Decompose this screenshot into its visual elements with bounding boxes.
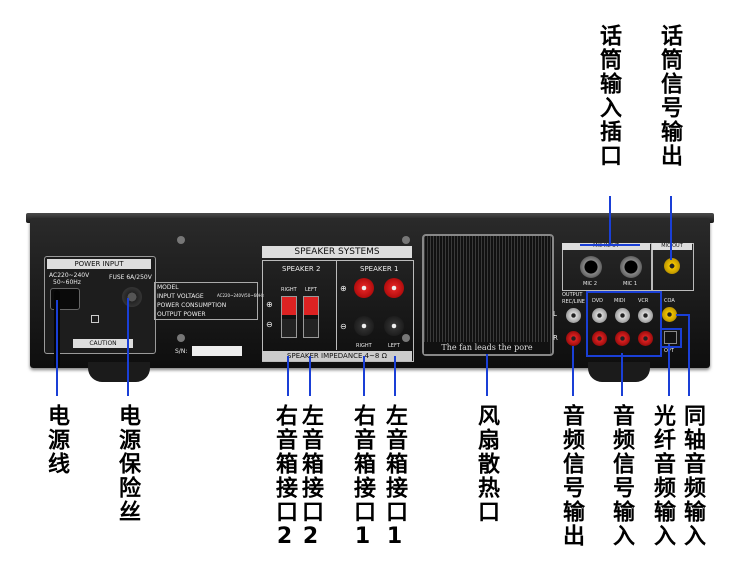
mic-input-title: MIC INPUT — [562, 243, 650, 250]
plus-mark-icon: ⊕ — [340, 284, 347, 293]
leader-mic-socket-bar — [580, 244, 640, 246]
speaker-2-label: SPEAKER 2 — [282, 265, 321, 273]
dvd-label: DVD — [592, 298, 604, 304]
label-audio-out: 音频信号输出 — [559, 404, 584, 548]
leader-mic-out — [670, 196, 672, 260]
mic-2-jack[interactable] — [580, 256, 602, 278]
leader-coaxial-in-bar — [676, 314, 690, 316]
output-label: OUTPUT — [562, 292, 583, 298]
speaker-1-label: SPEAKER 1 — [360, 265, 399, 273]
speaker-impedance-label: SPEAKER IMPEDANCE 4~8 Ω — [262, 351, 412, 361]
right-channel-mark: R — [553, 334, 558, 342]
minus-mark-icon: ⊖ — [340, 322, 347, 331]
fan-vent-grill — [422, 234, 554, 356]
fuse-text: FUSE 6A/250V — [109, 274, 152, 281]
vcr-label: VCR — [638, 298, 649, 304]
midi-label: MIDI — [614, 298, 626, 304]
leader-optical-in — [668, 344, 670, 396]
mic-1-jack[interactable] — [620, 256, 642, 278]
serial-sticker — [192, 346, 242, 356]
speaker-1-left-label: LEFT — [388, 343, 400, 349]
label-coaxial-in: 同轴音频输入 — [680, 404, 705, 548]
speaker-1-left-negative-post[interactable] — [384, 316, 404, 336]
caution-label: CAUTION — [73, 339, 133, 348]
power-input-title: POWER INPUT — [47, 259, 151, 269]
serial-label: S/N: — [175, 348, 188, 355]
output-right-rca[interactable] — [566, 331, 581, 346]
leader-fan-vent — [486, 354, 488, 396]
speaker-1-right-label: RIGHT — [356, 343, 372, 349]
ac-frequency-text: 50~60Hz — [53, 279, 81, 286]
mic-out-jack[interactable] — [664, 258, 680, 274]
leader-power-cord — [56, 300, 58, 396]
speaker-1-right-positive-post[interactable] — [354, 278, 374, 298]
label-right-speaker-1: 右音箱接口1 — [350, 404, 375, 551]
power-input-panel: POWER INPUT AC220~240V 50~60Hz FUSE 6A/2… — [44, 256, 156, 354]
fan-caption: The fan leads the pore — [424, 342, 550, 354]
spec-row-output-power: OUTPUT POWER — [157, 311, 206, 318]
label-mic-socket: 话筒输入插口 — [596, 24, 621, 168]
coaxial-input-jack[interactable] — [662, 307, 677, 322]
leader-left-speaker-1 — [394, 356, 396, 396]
spec-input-voltage-value: AC220~240V/50~60Hz — [217, 293, 264, 298]
screw-icon — [177, 236, 185, 244]
mic-out-title: MIC OUT — [652, 243, 692, 250]
spec-table: MODEL INPUT VOLTAGE AC220~240V/50~60Hz P… — [154, 282, 264, 320]
output-left-rca[interactable] — [566, 308, 581, 323]
label-audio-in: 音频信号输入 — [609, 404, 634, 548]
speaker-systems-title: SPEAKER SYSTEMS — [262, 246, 412, 258]
speaker-2-right-terminal[interactable] — [281, 296, 297, 338]
label-fuse: 电源保险丝 — [115, 404, 140, 524]
leader-mic-socket — [609, 196, 611, 246]
mic-1-label: MIC 1 — [623, 281, 638, 287]
label-mic-signal-out: 话筒信号输出 — [657, 24, 682, 168]
vcr-right-rca[interactable] — [638, 331, 653, 346]
audio-input-highlight — [586, 291, 662, 357]
optical-highlight — [660, 328, 682, 348]
speaker-systems-frame — [262, 260, 414, 362]
leader-audio-out — [572, 346, 574, 396]
coa-label: COA — [664, 298, 675, 304]
rec-line-label: REC/LINE — [562, 299, 585, 305]
amplifier-foot-right — [588, 362, 650, 382]
leader-audio-in — [621, 353, 623, 396]
amplifier-foot-left — [88, 362, 150, 382]
ac-voltage-text: AC220~240V — [49, 272, 90, 279]
vcr-left-rca[interactable] — [638, 308, 653, 323]
left-channel-mark: L — [553, 310, 557, 318]
screw-icon — [177, 334, 185, 342]
label-optical-in: 光纤音频输入 — [650, 404, 675, 548]
fuse-holder[interactable] — [122, 287, 142, 307]
spec-row-power-consumption: POWER CONSUMPTION — [157, 302, 227, 309]
minus-mark-icon: ⊖ — [266, 320, 273, 329]
leader-left-speaker-2 — [309, 356, 311, 396]
plus-mark-icon: ⊕ — [266, 300, 273, 309]
speaker-1-right-negative-post[interactable] — [354, 316, 374, 336]
spec-row-model: MODEL — [157, 284, 179, 291]
speaker-2-right-label: RIGHT — [281, 287, 297, 293]
speaker-1-left-positive-post[interactable] — [384, 278, 404, 298]
midi-left-rca[interactable] — [615, 308, 630, 323]
label-left-speaker-2: 左音箱接口2 — [298, 404, 323, 551]
speaker-2-left-label: LEFT — [305, 287, 317, 293]
spec-row-input-voltage: INPUT VOLTAGE — [157, 293, 204, 300]
label-fan-vent: 风扇散热口 — [474, 404, 499, 524]
label-left-speaker-1: 左音箱接口1 — [382, 404, 407, 551]
screw-icon — [402, 334, 410, 342]
midi-right-rca[interactable] — [615, 331, 630, 346]
label-right-speaker-2: 右音箱接口2 — [272, 404, 297, 551]
leader-fuse — [127, 298, 129, 396]
leader-right-speaker-1 — [363, 356, 365, 396]
label-power-cord: 电源线 — [44, 404, 69, 476]
leader-right-speaker-2 — [287, 356, 289, 396]
dvd-left-rca[interactable] — [592, 308, 607, 323]
speaker-divider — [336, 260, 337, 350]
ground-mark-icon — [91, 315, 99, 323]
screw-icon — [402, 236, 410, 244]
mic-2-label: MIC 2 — [583, 281, 598, 287]
speaker-2-left-terminal[interactable] — [303, 296, 319, 338]
leader-coaxial-in — [688, 314, 690, 396]
dvd-right-rca[interactable] — [592, 331, 607, 346]
optical-input-port[interactable] — [664, 331, 677, 344]
